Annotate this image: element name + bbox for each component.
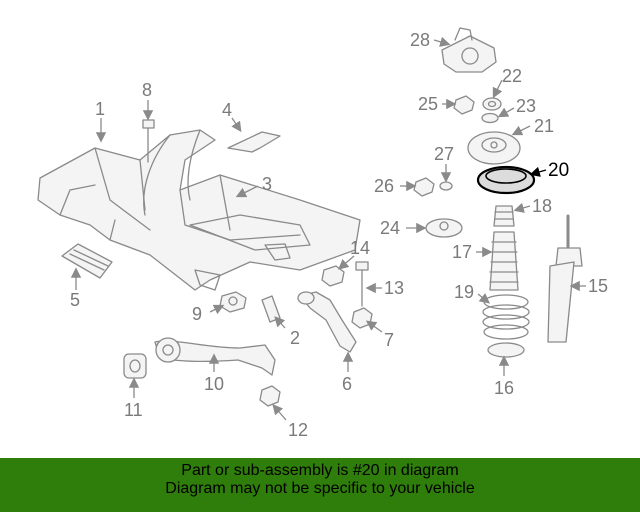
- callout-19: 19: [454, 282, 491, 304]
- callout-label: 5: [70, 290, 80, 310]
- callout-18: 18: [513, 196, 552, 216]
- callout-label: 6: [342, 374, 352, 394]
- callout-label: 19: [454, 282, 474, 302]
- callout-label: 21: [534, 116, 554, 136]
- bushing-part-2[interactable]: [261, 295, 281, 323]
- callout-13: 13: [365, 278, 404, 298]
- callout-22: 22: [492, 66, 522, 99]
- callout-1: 1: [95, 99, 107, 143]
- callout-label: 13: [384, 278, 404, 298]
- callout-7: 7: [365, 320, 394, 350]
- washer-part-23[interactable]: [481, 112, 499, 124]
- strut-part-15[interactable]: [547, 214, 583, 343]
- callout-8: 8: [142, 80, 154, 121]
- callout-label: 15: [588, 276, 608, 296]
- callout-16: 16: [494, 355, 514, 398]
- callout-label: 18: [532, 196, 552, 216]
- callout-label: 9: [192, 304, 202, 324]
- callout-label: 22: [502, 66, 522, 86]
- front-subframe[interactable]: [37, 129, 361, 291]
- bracket-part-4[interactable]: [227, 131, 281, 153]
- callout-3: 3: [235, 174, 272, 198]
- callout-12: 12: [272, 404, 308, 440]
- callout-10: 10: [204, 353, 224, 394]
- callout-4: 4: [222, 100, 242, 133]
- banner-line-2: Diagram may not be specific to your vehi…: [165, 480, 475, 497]
- callout-6: 6: [342, 351, 354, 394]
- control-arm-part-10[interactable]: [154, 337, 276, 376]
- callout-label: 4: [222, 100, 232, 120]
- callout-label: 25: [418, 94, 438, 114]
- callout-21: 21: [511, 116, 554, 136]
- spring-pad-part-20[interactable]: [476, 165, 536, 195]
- nut-part-7[interactable]: [351, 307, 373, 329]
- callout-label: 7: [384, 330, 394, 350]
- bump-cap-part-27[interactable]: [439, 181, 453, 191]
- callout-27: 27: [434, 144, 454, 183]
- callout-label: 23: [516, 96, 536, 116]
- callout-label: 10: [204, 374, 224, 394]
- callout-17: 17: [452, 242, 493, 262]
- callout-2: 2: [274, 316, 300, 348]
- nut-part-26[interactable]: [413, 177, 435, 197]
- callout-label: 14: [350, 238, 370, 258]
- washer-part-22[interactable]: [482, 97, 502, 111]
- callout-label: 3: [262, 174, 272, 194]
- callout-label: 8: [142, 80, 152, 100]
- callout-28: 28: [410, 30, 451, 50]
- callout-label: 2: [290, 328, 300, 348]
- control-arm-part-6[interactable]: [297, 291, 357, 353]
- nut-part-14[interactable]: [321, 265, 345, 287]
- callout-label: 24: [380, 218, 400, 238]
- nut-part-9[interactable]: [219, 291, 247, 313]
- callout-9: 9: [192, 304, 225, 324]
- callout-label: 16: [494, 378, 514, 398]
- upper-mount-part-21[interactable]: [467, 131, 521, 165]
- callout-15: 15: [569, 276, 608, 296]
- bolt-part-13[interactable]: [355, 261, 369, 307]
- callout-25: 25: [418, 94, 457, 114]
- cover-part-5[interactable]: [61, 243, 113, 279]
- nut-part-12[interactable]: [259, 385, 281, 407]
- bump-stop-part-18[interactable]: [493, 205, 515, 227]
- parts-diagram: 1 2 3 4 5 6 7 8 9 10 11 12: [37, 27, 608, 440]
- callout-label: 26: [374, 176, 394, 196]
- callout-26: 26: [374, 176, 417, 196]
- nut-part-25[interactable]: [453, 95, 475, 115]
- callout-23: 23: [497, 96, 536, 118]
- coil-spring-part-19[interactable]: [482, 294, 530, 340]
- callout-14: 14: [338, 238, 370, 270]
- strut-mount-part-28[interactable]: [441, 27, 497, 73]
- callout-label-highlighted: 20: [548, 160, 569, 181]
- callout-5: 5: [70, 267, 82, 310]
- callout-11: 11: [124, 377, 143, 420]
- callout-24: 24: [380, 218, 427, 238]
- banner-line-1: Part or sub-assembly is #20 in diagram: [181, 462, 459, 479]
- mount-part-24[interactable]: [425, 218, 463, 238]
- callout-label: 12: [288, 420, 308, 440]
- callout-label: 28: [410, 30, 430, 50]
- callout-label: 11: [124, 400, 143, 420]
- callout-label: 1: [95, 99, 105, 119]
- spring-seat-part-16[interactable]: [487, 342, 525, 358]
- callout-label: 27: [434, 144, 454, 164]
- info-banner: Part or sub-assembly is #20 in diagram D…: [0, 458, 640, 512]
- callout-label: 17: [452, 242, 472, 262]
- dust-boot-part-17[interactable]: [489, 231, 519, 291]
- callout-20: 20: [529, 160, 569, 181]
- bushing-part-11[interactable]: [123, 353, 147, 379]
